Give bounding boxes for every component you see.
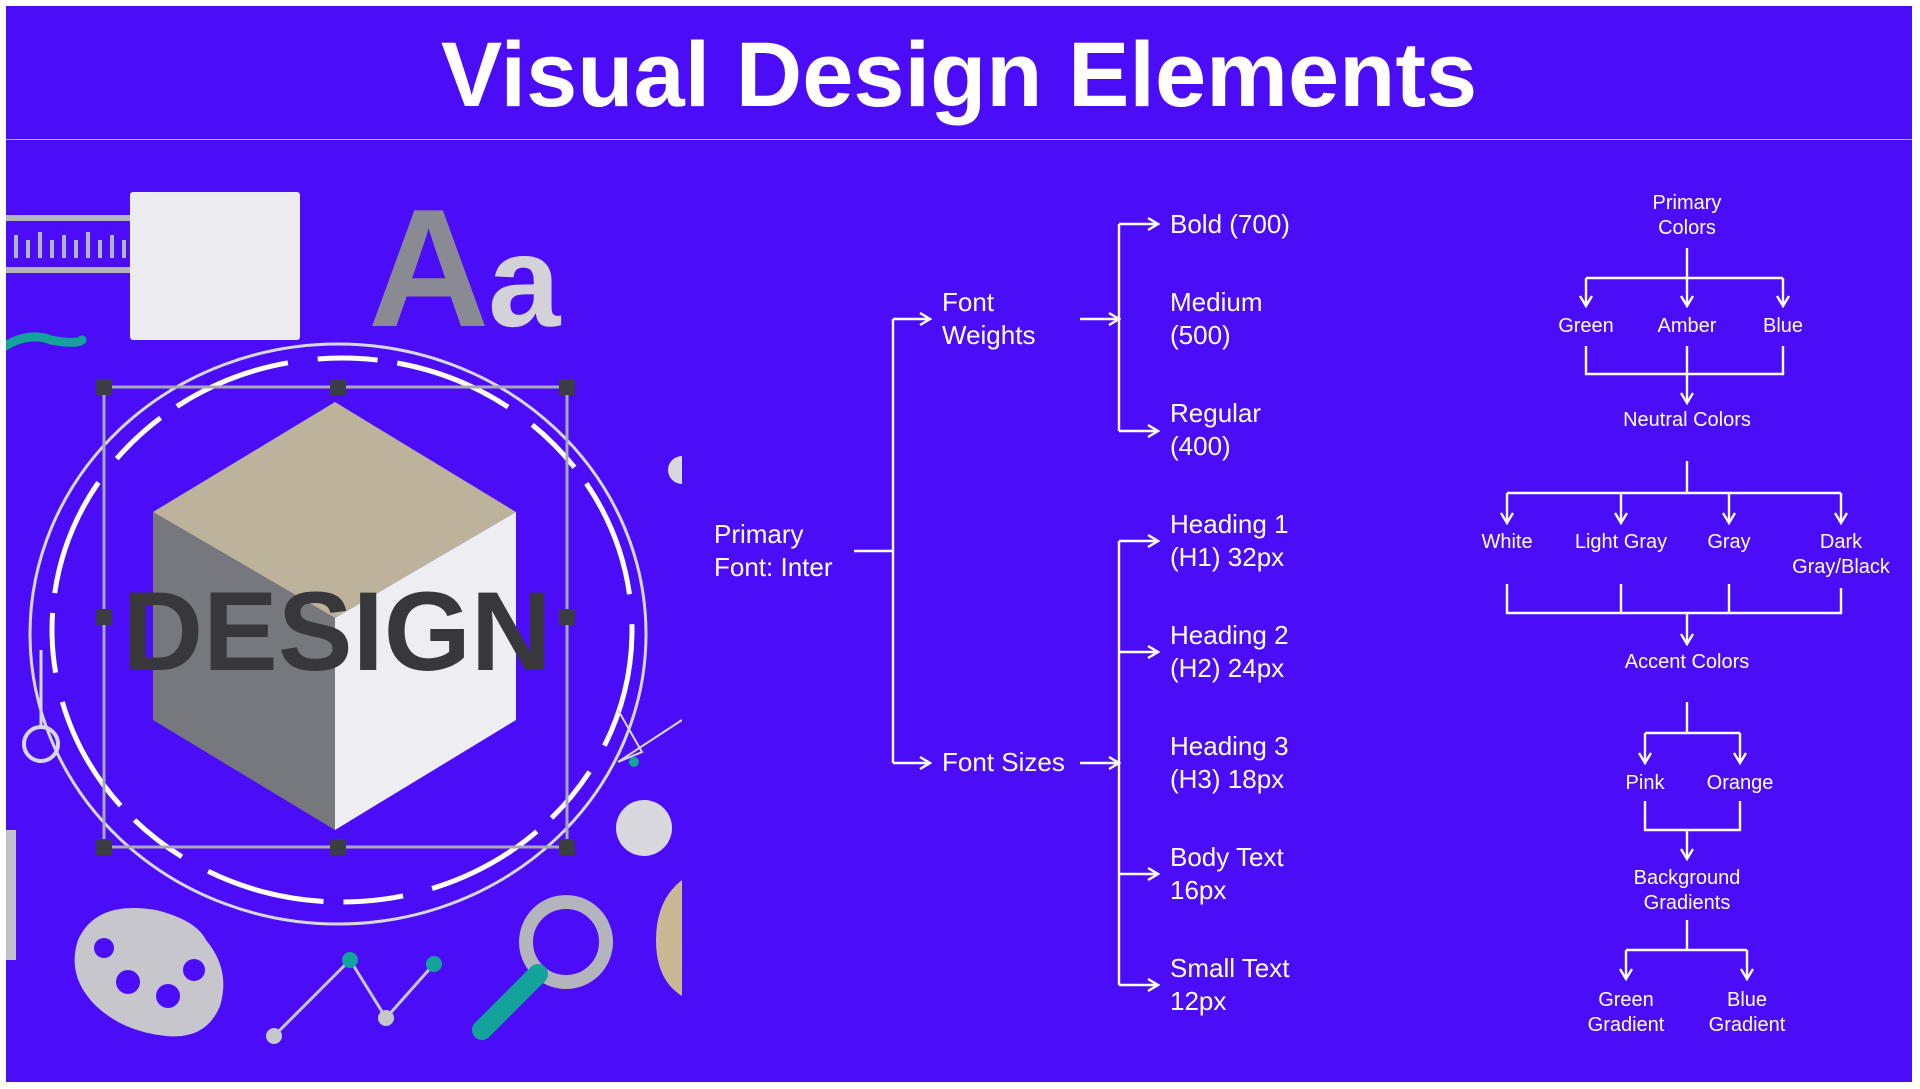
diagram-connectors (854, 6, 1912, 1082)
cube-right (335, 512, 516, 830)
node-color-orange: Orange (1706, 772, 1774, 794)
node-weight-bold: Bold (700) (1170, 209, 1290, 239)
title-divider (6, 139, 1912, 140)
node-color-light-gray: Light Gray (1574, 531, 1668, 553)
node-color-pink: Pink (1625, 772, 1665, 794)
node-accent-colors: Accent Colors (1624, 651, 1750, 673)
mini-line-chart (272, 957, 436, 1038)
glyph-A: A (368, 174, 489, 362)
node-size-h3: Heading 3 (H3) 18px (1170, 731, 1289, 794)
node-background-gradients: Background Gradients (1633, 867, 1741, 914)
node-weight-medium: Medium (500) (1170, 287, 1263, 350)
node-size-h2: Heading 2 (H2) 24px (1170, 620, 1289, 683)
node-font-sizes: Font Sizes (942, 747, 1065, 777)
node-size-h1: Heading 1 (H1) 32px (1170, 509, 1289, 572)
node-color-green: Green (1558, 315, 1614, 337)
node-size-body: Body Text 16px (1170, 842, 1284, 905)
node-weight-regular: Regular (400) (1170, 398, 1262, 461)
outer-ring (28, 342, 648, 926)
diagram-frame: Visual Design Elements A a (6, 6, 1912, 1082)
node-size-small: Small Text 12px (1170, 953, 1290, 1016)
node-blue-gradient: Blue Gradient (1708, 989, 1786, 1036)
glyph-a: a (488, 208, 562, 354)
design-illustration: A a DESIGN (6, 174, 682, 1044)
node-green-gradient: Green Gradient (1587, 989, 1665, 1036)
node-primary-colors: Primary Colors (1652, 192, 1722, 239)
card-shape (130, 192, 300, 340)
node-neutral-colors: Neutral Colors (1623, 409, 1751, 431)
node-color-amber: Amber (1657, 315, 1717, 337)
half-circle-shape (616, 800, 672, 856)
design-badge: DESIGN (122, 569, 551, 694)
magnifier-icon (519, 895, 613, 989)
node-color-gray: Gray (1707, 531, 1751, 553)
node-primary-font: Primary Font: Inter (714, 519, 833, 582)
inner-ring (49, 355, 635, 905)
palette-icon (74, 908, 224, 1037)
squiggle-shape (6, 332, 87, 351)
page-title: Visual Design Elements (440, 24, 1478, 126)
cube-top (153, 402, 516, 618)
node-color-white: White (1481, 531, 1533, 553)
node-font-weights: Font Weights (942, 287, 1036, 350)
node-color-blue: Blue (1762, 315, 1804, 337)
cube-left (153, 512, 335, 830)
node-color-dark-gray: Dark Gray/Black (1792, 531, 1890, 578)
selection-handles (96, 379, 575, 855)
